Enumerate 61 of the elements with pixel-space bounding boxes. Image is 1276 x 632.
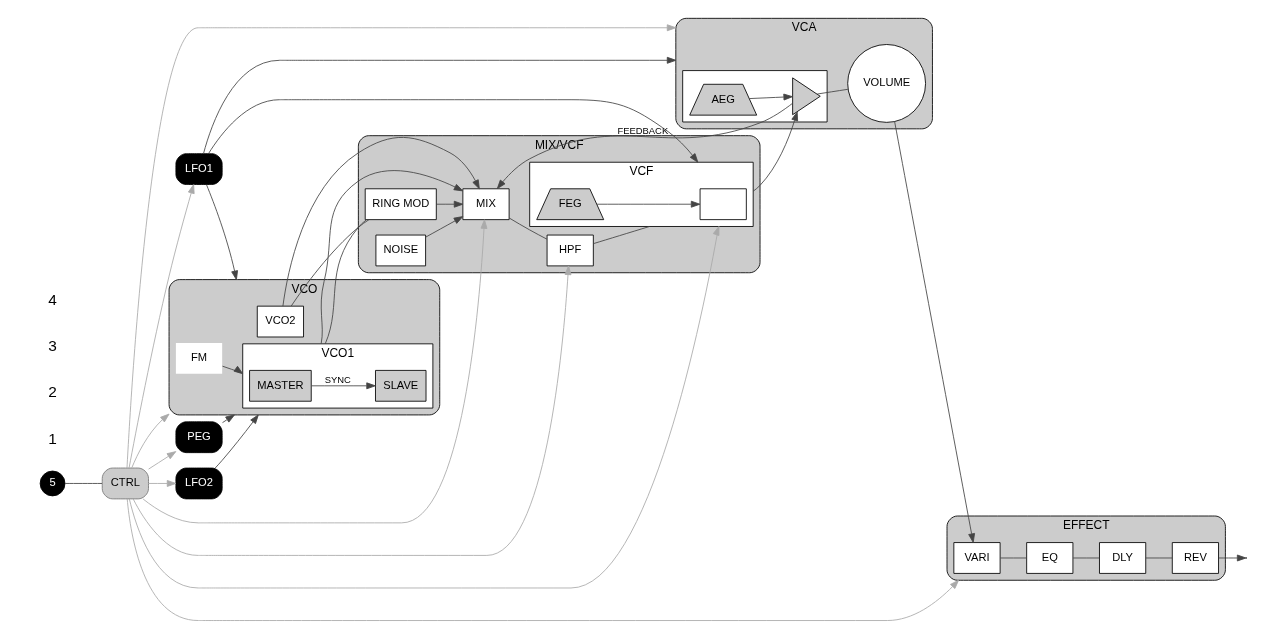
arrow xyxy=(126,498,959,621)
arrow xyxy=(214,414,259,469)
edge-label: FEEDBACK xyxy=(617,124,669,136)
label: 2 xyxy=(48,383,57,401)
node-box: FM xyxy=(175,343,223,374)
connector xyxy=(1145,557,1173,559)
node-box: LFO1 xyxy=(175,153,223,185)
arrow xyxy=(748,93,793,101)
node-circle: VOLUME xyxy=(847,44,926,123)
node-box: CTRL xyxy=(101,467,149,500)
arrow xyxy=(148,451,177,470)
connector xyxy=(592,226,650,245)
node-box: VCO2 xyxy=(256,305,304,338)
node-box: MIX xyxy=(462,188,510,221)
arrow xyxy=(206,184,238,280)
connector xyxy=(508,217,548,240)
connector xyxy=(816,88,849,95)
node-box: LFO2 xyxy=(175,467,223,500)
arrow xyxy=(425,216,464,238)
edge-label: SYNC xyxy=(324,374,351,386)
arrow xyxy=(435,200,464,208)
node-box xyxy=(699,188,747,221)
label: 4 xyxy=(48,290,57,308)
node-box: VARI xyxy=(953,542,1001,574)
node-box: DLY xyxy=(1099,542,1147,574)
arrow xyxy=(142,219,488,524)
arrow xyxy=(128,184,195,469)
node-circle: 5 xyxy=(39,470,66,497)
arrow xyxy=(596,200,701,208)
arrow xyxy=(282,137,480,307)
arrow xyxy=(320,170,464,345)
arrow xyxy=(752,111,799,192)
label: 3 xyxy=(48,337,57,355)
arrow xyxy=(128,226,720,589)
node-box: RING MOD xyxy=(364,188,437,221)
arrow xyxy=(148,480,177,487)
connector xyxy=(999,557,1027,559)
node-box: PEG xyxy=(175,421,223,454)
connector xyxy=(324,219,367,345)
connector xyxy=(1072,557,1100,559)
node-triangle xyxy=(792,77,821,116)
arrow xyxy=(311,382,376,390)
arrow xyxy=(1218,554,1247,562)
label: 1 xyxy=(48,429,57,447)
arrow xyxy=(131,413,170,469)
node-box: EQ xyxy=(1026,542,1074,574)
node-box: MASTER xyxy=(249,369,312,402)
arrow xyxy=(894,121,975,543)
arrow xyxy=(496,102,793,190)
connector xyxy=(290,219,370,307)
arrow xyxy=(222,414,235,424)
arrow xyxy=(132,265,572,556)
node-box: SLAVE xyxy=(375,369,427,402)
arrow xyxy=(126,24,677,469)
node-box: NOISE xyxy=(375,234,427,267)
arrow xyxy=(208,99,699,163)
arrow xyxy=(203,56,677,154)
node-box: HPF xyxy=(546,234,594,267)
arrow xyxy=(222,365,244,375)
connector xyxy=(64,483,103,484)
node-box: REV xyxy=(1171,542,1219,574)
